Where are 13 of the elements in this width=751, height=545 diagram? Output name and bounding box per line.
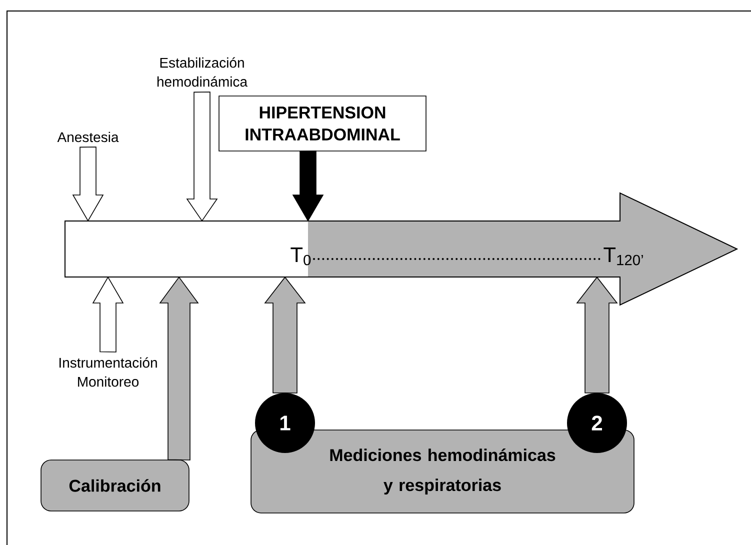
rounded-box: Mediciones hemodinámicas y respiratorias <box>250 430 634 514</box>
label-text: Estabilización hemodinámica <box>157 57 248 87</box>
block-arrow <box>159 276 199 460</box>
label-text: Instrumentación Monitoreo <box>60 357 157 387</box>
event-box: HIPERTENSION INTRAABDOMINAL <box>218 96 426 152</box>
block-arrow <box>92 276 124 352</box>
block-arrow <box>186 92 218 222</box>
block-arrow <box>576 276 618 394</box>
block-arrow <box>72 146 104 222</box>
block-arrow <box>292 150 324 222</box>
label-text: Anestesia <box>57 132 119 142</box>
block-arrow <box>264 276 306 394</box>
rounded-box: Calibración <box>40 460 190 512</box>
